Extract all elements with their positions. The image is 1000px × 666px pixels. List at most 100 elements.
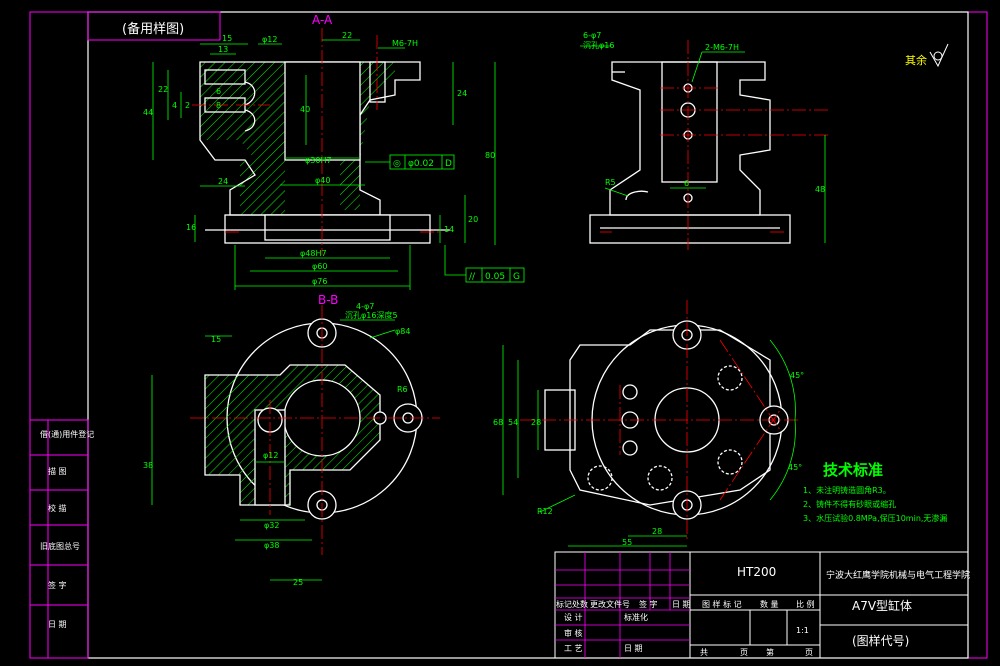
dim-side-6: 6: [684, 179, 689, 188]
tb-process: 工 艺: [564, 644, 583, 653]
section-aa-view: A-A: [143, 13, 525, 290]
dim-aa-24-right: 24: [457, 89, 467, 98]
dim-aa-22-top: 22: [342, 31, 352, 40]
dim-bb-38: 38: [143, 461, 153, 470]
dim-aa-d60: φ60: [312, 262, 327, 271]
dim-aa-24-bottom: 24: [218, 177, 228, 186]
stamp-box: (备用样图): [87, 11, 221, 41]
tb-row-mark: 标记处数: [556, 599, 588, 609]
dim-aa-16: 16: [186, 223, 196, 232]
tb-date: 日 期: [624, 644, 643, 653]
dim-aa-2: 2: [185, 101, 190, 110]
dim-bb-d84: φ84: [395, 327, 410, 336]
dim-bb-d12: φ12: [263, 451, 278, 460]
dim-bb-r6: R6: [397, 385, 408, 394]
side-registration-column: [29, 419, 89, 659]
side-label-sign: 签 字: [48, 580, 67, 590]
tech-notes-title: 技术标准: [823, 461, 883, 479]
tb-school: 宁波大红鹰学院机械与电气工程学院: [826, 569, 970, 581]
section-aa-label: A-A: [312, 13, 333, 27]
tb-stage-mark: 图 样 标 记: [702, 599, 742, 609]
dim-top-45-lower: 45°: [788, 463, 802, 472]
tb-page-suffix: 页: [805, 648, 813, 657]
dim-top-28-v: 28: [531, 418, 541, 427]
stamp-label: (备用样图): [122, 21, 184, 37]
frame-border: [87, 11, 969, 659]
side-label-old-number: 旧底图总号: [40, 541, 80, 551]
tech-note-3: 3、水压试验0.8MPa,保压10min,无渗漏: [803, 513, 947, 523]
dim-aa-m6: M6-7H: [392, 39, 418, 48]
tb-sheet: 页: [740, 648, 748, 657]
fcf-concentricity-symbol: ◎: [393, 159, 401, 169]
dim-bb-d32: φ32: [264, 521, 279, 530]
dim-side-counterbore: 沉孔φ16: [583, 41, 614, 50]
roughness-other-label: 其余: [905, 53, 927, 67]
dim-bb-15: 15: [211, 335, 221, 344]
dim-top-68: 68: [493, 418, 503, 427]
dim-side-r5: R5: [605, 178, 616, 187]
top-view: 68 54 28 R12 28 55 45° 45°: [493, 300, 804, 547]
dim-aa-13: 13: [218, 45, 228, 54]
tb-design: 设 计: [564, 612, 583, 622]
dim-bb-d38: φ38: [264, 541, 279, 550]
side-label-trace: 描 图: [48, 466, 67, 476]
tech-note-2: 2、铸件不得有砂眼或缩孔: [803, 499, 896, 509]
dim-side-48: 48: [815, 185, 825, 194]
dim-aa-15: 15: [222, 34, 232, 43]
dim-aa-22-left: 22: [158, 85, 168, 94]
fcf-concentricity-datum: D: [445, 159, 452, 169]
dim-side-6-d7: 6-φ7: [583, 31, 601, 40]
tb-row-change: 更改文件号: [590, 599, 630, 609]
side-label-check: 校 描: [48, 503, 67, 513]
side-label-register: 借(通)用件登记: [40, 429, 94, 439]
section-bb-label: B-B: [318, 293, 338, 307]
fcf-parallel-value: 0.05: [485, 272, 505, 282]
dim-aa-40: 40: [300, 105, 310, 114]
tb-part-name: A7V型缸体: [852, 598, 912, 613]
side-label-date: 日 期: [48, 620, 67, 629]
dim-aa-8: 8: [216, 101, 221, 110]
tb-standardize: 标准化: [624, 612, 648, 622]
dim-aa-4: 4: [172, 101, 177, 110]
dim-side-2-m6: 2-M6-7H: [705, 43, 739, 52]
fcf-concentricity: [365, 154, 455, 170]
dim-aa-d30h7: φ30H7: [305, 156, 332, 165]
tech-note-1: 1、未注明铸造圆角R3。: [803, 485, 891, 495]
tb-total: 共: [700, 648, 708, 657]
tb-row-date: 日 期: [672, 600, 691, 609]
dim-top-55: 55: [622, 538, 632, 547]
section-bb-view: B-B 4-φ7: [143, 293, 440, 587]
tb-row-sign: 签 字: [639, 599, 658, 609]
dim-aa-44: 44: [143, 108, 153, 117]
dim-aa-d76: φ76: [312, 277, 327, 286]
dim-aa-d40: φ40: [315, 176, 330, 185]
dim-top-54: 54: [508, 418, 518, 427]
roughness-other: 其余: [905, 43, 949, 68]
tb-ratio: 比 例: [796, 599, 815, 609]
dim-bb-4-d7: 4-φ7: [356, 302, 374, 311]
fcf-parallel: [444, 245, 525, 283]
dim-bb-counterbore: 沉孔φ16深度5: [345, 310, 398, 320]
tb-quantity: 数 量: [760, 599, 779, 609]
tb-material: HT200: [737, 565, 776, 579]
fcf-parallel-symbol: //: [469, 272, 476, 282]
dim-aa-d12: φ12: [262, 35, 277, 44]
dim-aa-6: 6: [216, 87, 221, 96]
tech-notes: 技术标准 1、未注明铸造圆角R3。 2、铸件不得有砂眼或缩孔 3、水压试验0.8…: [803, 461, 947, 523]
tb-page: 第: [766, 647, 774, 657]
tb-review: 审 核: [564, 628, 583, 638]
fcf-concentricity-value: φ0.02: [408, 159, 434, 169]
tb-drawing-code: (图样代号): [852, 633, 909, 648]
dim-aa-20: 20: [468, 215, 478, 224]
fcf-parallel-datum: G: [513, 272, 520, 282]
tb-scale: 1:1: [796, 626, 809, 635]
dim-aa-14: 14: [444, 225, 454, 234]
dim-top-45-upper: 45°: [790, 371, 804, 380]
dim-aa-80: 80: [485, 151, 495, 160]
dim-bb-25: 25: [293, 578, 303, 587]
dim-top-28-h: 28: [652, 527, 662, 536]
dim-top-r12: R12: [537, 507, 553, 516]
side-view: 6-φ7 沉孔φ16 2-M6-7H R5 6 48: [580, 31, 830, 250]
dim-aa-d48h7: φ48H7: [300, 249, 327, 258]
